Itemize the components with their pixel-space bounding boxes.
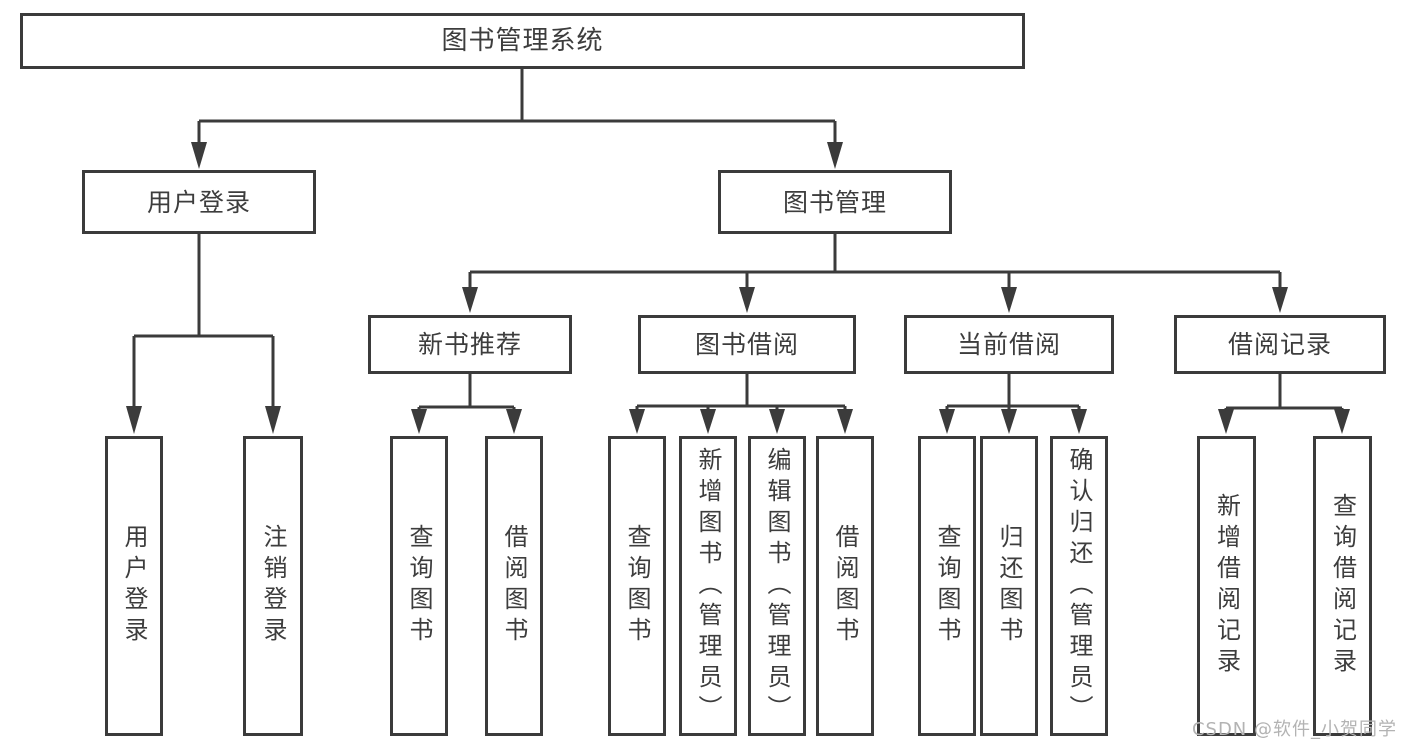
leaf-logout: 注销登录	[243, 436, 303, 736]
node-new-book-recommend: 新书推荐	[368, 315, 572, 374]
csdn-watermark: CSDN @软件_小贺同学	[1191, 719, 1397, 740]
leaf-query-books-borrowing: 查询图书	[608, 436, 666, 736]
leaf-borrow-books-borrowing: 借阅图书	[816, 436, 874, 736]
leaf-add-books-admin: 新增图书（管理员）	[679, 436, 737, 736]
node-borrowing-records: 借阅记录	[1174, 315, 1386, 374]
leaf-query-borrow-record: 查询借阅记录	[1313, 436, 1372, 736]
leaf-borrow-books-recommend: 借阅图书	[485, 436, 543, 736]
leaf-add-borrow-record: 新增借阅记录	[1197, 436, 1256, 736]
node-current-borrowing: 当前借阅	[904, 315, 1114, 374]
node-book-management: 图书管理	[718, 170, 952, 234]
leaf-confirm-return-admin: 确认归还（管理员）	[1050, 436, 1108, 736]
leaf-query-books-current: 查询图书	[918, 436, 976, 736]
leaf-return-books: 归还图书	[980, 436, 1038, 736]
leaf-user-login: 用户登录	[105, 436, 163, 736]
node-book-borrowing: 图书借阅	[638, 315, 856, 374]
node-library-management-system: 图书管理系统	[20, 13, 1025, 69]
node-user-login: 用户登录	[82, 170, 316, 234]
leaf-edit-books-admin: 编辑图书（管理员）	[748, 436, 806, 736]
leaf-query-books-recommend: 查询图书	[390, 436, 448, 736]
